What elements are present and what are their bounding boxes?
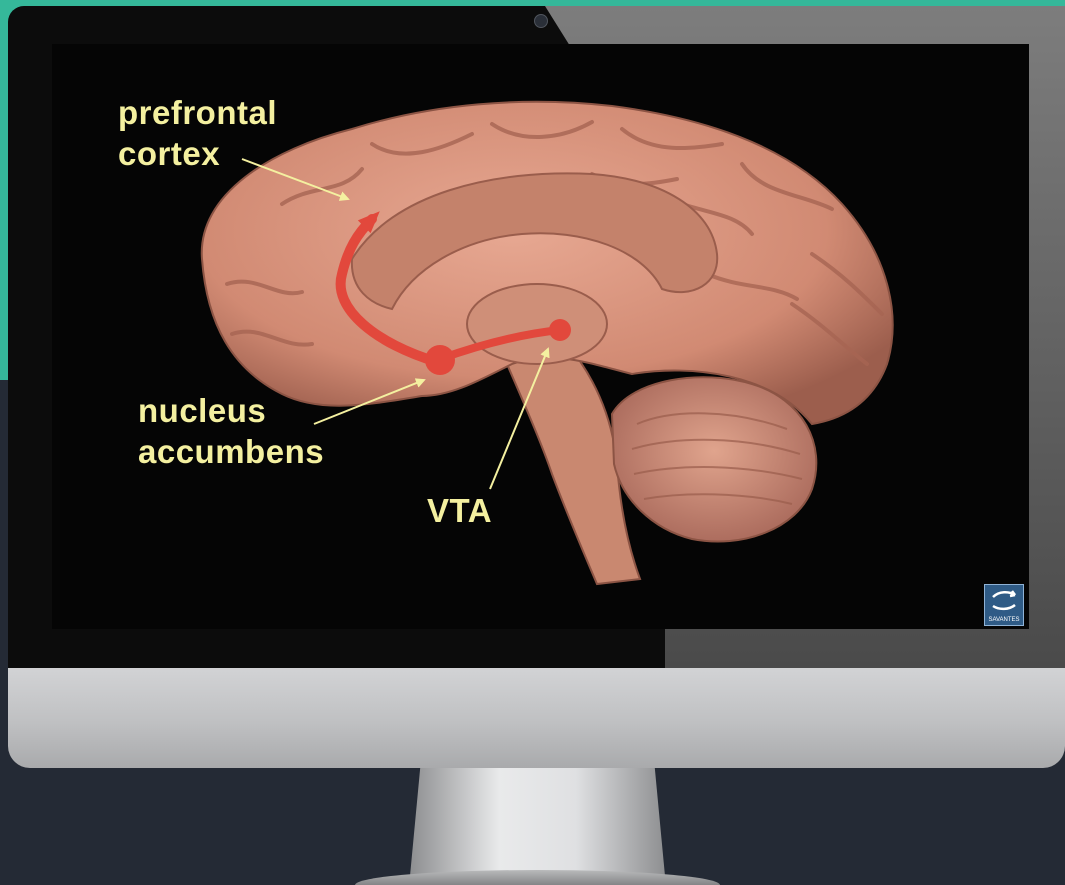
camera-icon [534, 14, 548, 28]
prefrontal-label-line2: cortex [118, 133, 277, 174]
monitor-screen: prefrontal cortex nucleus accumbens VTA … [52, 44, 1029, 629]
savantes-logo-icon: SAVANTES [984, 584, 1024, 626]
monitor-stand [410, 768, 665, 876]
monitor-chin [8, 668, 1065, 768]
prefrontal-cortex-label: prefrontal cortex [118, 92, 277, 174]
vta-label: VTA [427, 490, 492, 531]
monitor-stand-base [355, 870, 720, 885]
nucleus-label-line1: nucleus [138, 390, 324, 431]
cerebellum [612, 377, 816, 541]
vta-dot [549, 319, 571, 341]
thalamus [467, 284, 607, 364]
logo-text: SAVANTES [985, 617, 1023, 624]
nucleus-label-line2: accumbens [138, 431, 324, 472]
nucleus-accumbens-dot [425, 345, 455, 375]
prefrontal-label-line1: prefrontal [118, 92, 277, 133]
logo-mark [985, 585, 1023, 615]
nucleus-accumbens-label: nucleus accumbens [138, 390, 324, 472]
